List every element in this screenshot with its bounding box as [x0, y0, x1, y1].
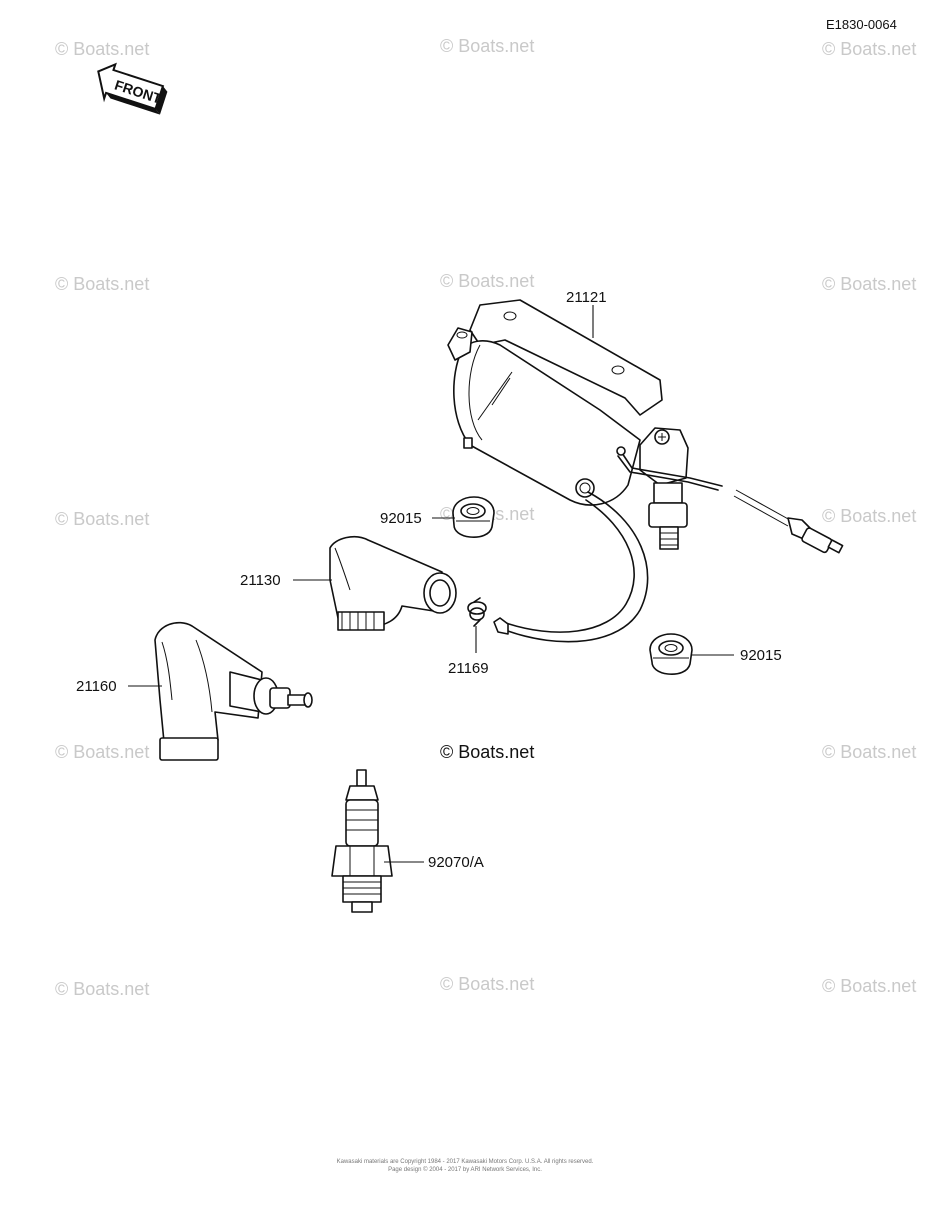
- callout-21130: 21130: [240, 572, 281, 589]
- watermark: © Boats.net: [55, 742, 149, 762]
- callout-92015-left: 92015: [380, 510, 422, 527]
- clip-21169: [467, 597, 487, 627]
- footer-line1: Kawasaki materials are Copyright 1984 - …: [337, 1159, 594, 1165]
- watermark: © Boats.net: [822, 506, 916, 526]
- cap-92015-right: [649, 633, 693, 675]
- watermark: © Boats.net: [440, 36, 534, 56]
- watermark: © Boats.net: [440, 271, 534, 291]
- watermark: © Boats.net: [55, 274, 149, 294]
- cap-92015-left: [452, 496, 495, 538]
- watermark: © Boats.net: [822, 976, 916, 996]
- callout-21160: 21160: [76, 678, 117, 695]
- center-credit: © Boats.net: [440, 742, 534, 762]
- watermark: © Boats.net: [55, 39, 149, 59]
- callout-92015-right: 92015: [740, 647, 782, 664]
- callout-21169: 21169: [448, 660, 489, 677]
- figure-id: E1830-0064: [826, 17, 897, 32]
- callout-21121: 21121: [566, 289, 607, 306]
- callout-92070a: 92070/A: [428, 854, 484, 871]
- watermark: © Boats.net: [55, 979, 149, 999]
- spark-plug-92070a: [331, 769, 393, 913]
- watermark: © Boats.net: [55, 509, 149, 529]
- ht-cable: [493, 491, 649, 643]
- footer-line2: Page design © 2004 - 2017 by ARI Network…: [388, 1166, 542, 1173]
- watermark: © Boats.net: [440, 974, 534, 994]
- watermark: © Boats.net: [822, 39, 916, 59]
- watermark: © Boats.net: [822, 274, 916, 294]
- plug-cap-21130: [329, 536, 457, 631]
- ignition-coil: [447, 299, 844, 554]
- front-arrow-icon: FRONT: [97, 62, 168, 115]
- plug-cap-21160: [154, 621, 313, 761]
- watermark-layer: © Boats.net © Boats.net © Boats.net © Bo…: [55, 36, 916, 999]
- watermark: © Boats.net: [822, 742, 916, 762]
